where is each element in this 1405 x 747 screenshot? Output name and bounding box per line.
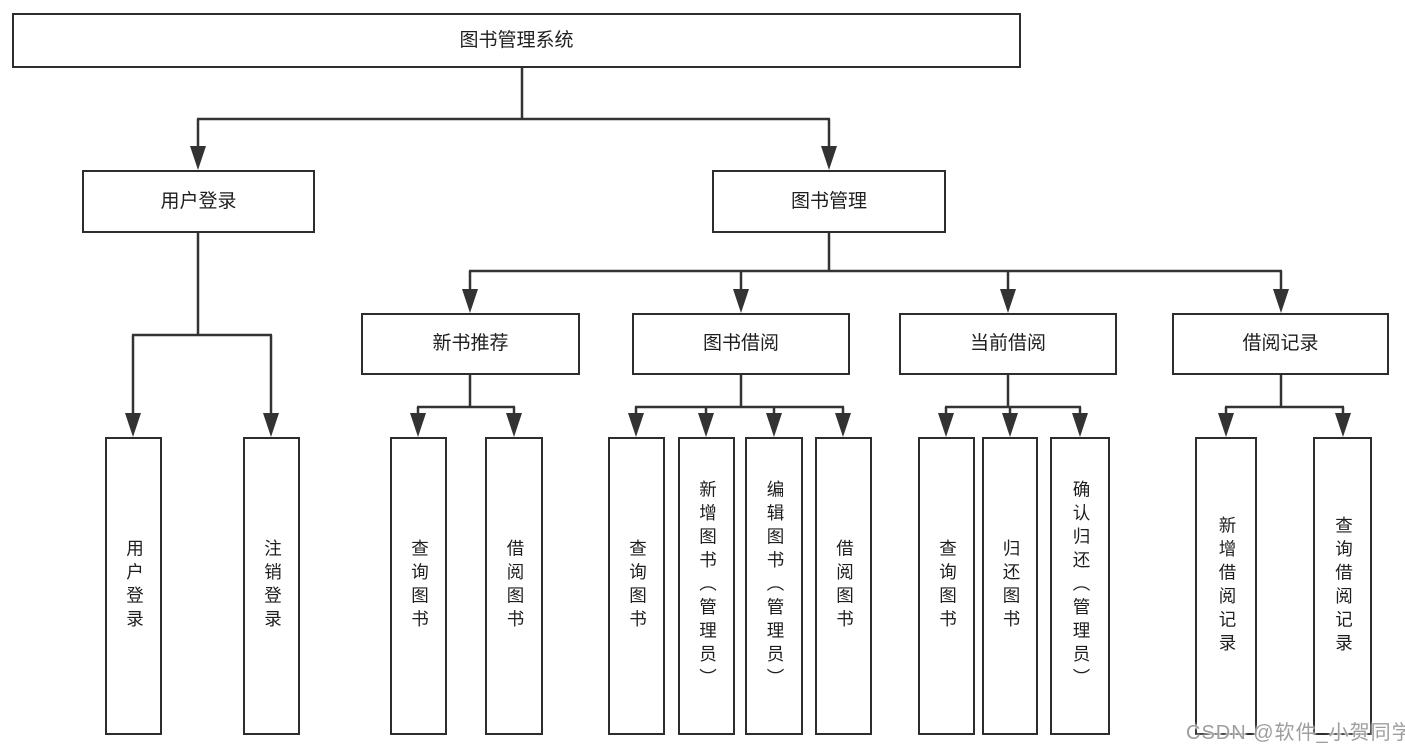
arrowhead-down-icon [1072,413,1088,437]
leaf-user-login: 用户登录 [105,437,162,735]
arrowhead-down-icon [698,413,714,437]
leaf-recommend-query-book: 查询图书 [390,437,447,735]
arrowhead-down-icon [938,413,954,437]
node-current-borrow: 当前借阅 [899,313,1117,375]
arrowhead-down-icon [1273,289,1289,313]
leaf-borrow-edit-book-admin: 编辑图书（管理员） [745,437,803,735]
leaf-current-confirm-return-admin: 确认归还（管理员） [1050,437,1110,735]
node-book-management: 图书管理 [712,170,946,233]
arrowhead-down-icon [821,146,837,170]
node-user-login: 用户登录 [82,170,315,233]
arrowhead-down-icon [835,413,851,437]
leaf-record-add-record: 新增借阅记录 [1195,437,1257,735]
node-book-borrow: 图书借阅 [632,313,850,375]
arrowhead-down-icon [506,413,522,437]
node-new-book-recommend: 新书推荐 [361,313,580,375]
arrowhead-down-icon [766,413,782,437]
connector-path [131,68,1345,418]
arrowhead-down-icon [410,413,426,437]
node-root: 图书管理系统 [12,13,1021,68]
arrowhead-down-icon [733,289,749,313]
leaf-recommend-borrow-book: 借阅图书 [485,437,543,735]
arrowhead-down-icon [1000,289,1016,313]
leaf-borrow-borrow-book: 借阅图书 [815,437,872,735]
arrowhead-down-icon [1335,413,1351,437]
leaf-borrow-query-book: 查询图书 [608,437,665,735]
arrowhead-down-icon [125,413,141,437]
arrowhead-down-icon [462,289,478,313]
leaf-current-return-book: 归还图书 [982,437,1038,735]
leaf-logout: 注销登录 [243,437,300,735]
arrowhead-down-icon [190,146,206,170]
watermark-text: CSDN @软件_小贺同学 [1186,722,1405,744]
arrowhead-down-icon [1002,413,1018,437]
leaf-current-query-book: 查询图书 [918,437,975,735]
arrowhead-down-icon [1218,413,1234,437]
node-borrow-record: 借阅记录 [1172,313,1389,375]
leaf-record-query-record: 查询借阅记录 [1313,437,1372,735]
arrowhead-down-icon [263,413,279,437]
leaf-borrow-add-book-admin: 新增图书（管理员） [678,437,735,735]
arrowhead-down-icon [628,413,644,437]
